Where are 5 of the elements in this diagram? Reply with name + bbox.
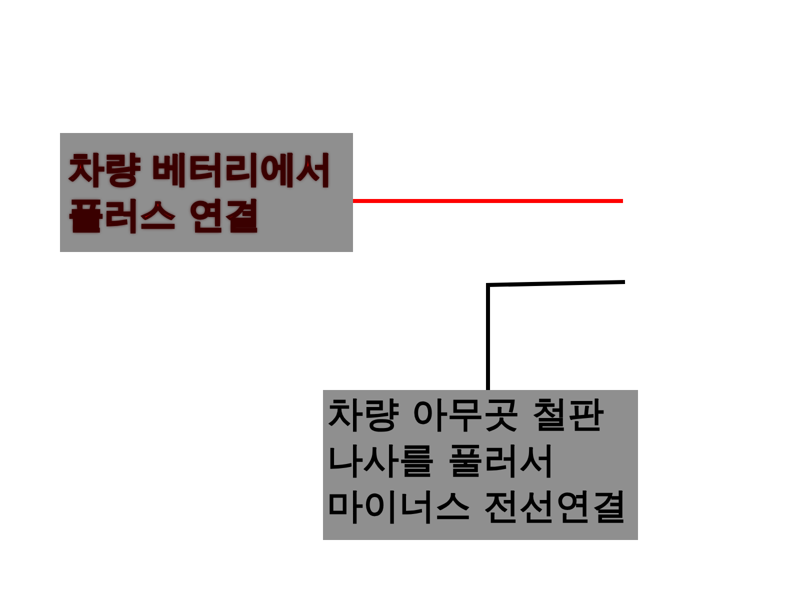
label-text: 차량 아무곳 철판 나사를 풀러서 마이너스 전선연결 [327,393,629,529]
leader-line [353,199,623,203]
leader-line [486,280,626,390]
label-box [60,133,353,252]
label-text: 차량 베터리에서 플러스 연결 [68,148,334,238]
